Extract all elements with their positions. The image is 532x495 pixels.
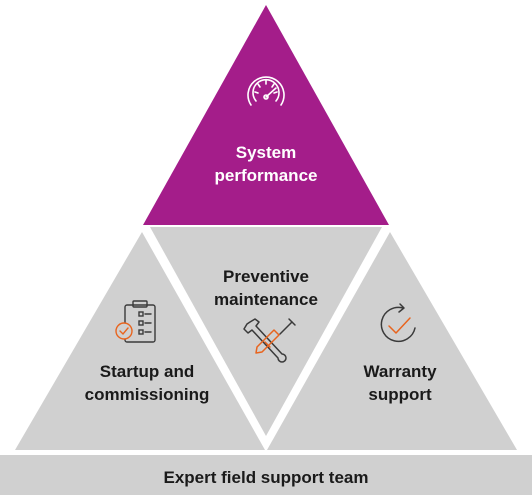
middle-triangle bbox=[150, 227, 382, 436]
checklist-icon bbox=[115, 300, 156, 343]
middle-label-line2: maintenance bbox=[214, 290, 318, 309]
right-label-line2: support bbox=[368, 385, 432, 404]
right-label: Warranty support bbox=[330, 360, 470, 406]
top-label-line2: performance bbox=[214, 166, 318, 185]
tools-icon bbox=[243, 318, 296, 363]
warranty-check-icon bbox=[380, 303, 416, 343]
top-label-line1: System bbox=[235, 143, 297, 162]
left-label: Startup and commissioning bbox=[62, 360, 232, 406]
speedometer-icon bbox=[247, 76, 285, 106]
left-label-line1: Startup and bbox=[99, 362, 195, 381]
base-label: Expert field support team bbox=[163, 468, 369, 487]
top-triangle bbox=[143, 5, 389, 225]
left-label-line2: commissioning bbox=[84, 385, 210, 404]
middle-label: Preventive maintenance bbox=[186, 265, 346, 311]
base-bar bbox=[0, 455, 532, 495]
left-triangle bbox=[15, 232, 265, 450]
right-triangle bbox=[267, 232, 517, 450]
middle-label-line1: Preventive bbox=[223, 267, 309, 286]
top-label: System performance bbox=[186, 141, 346, 187]
right-label-line1: Warranty bbox=[363, 362, 437, 381]
